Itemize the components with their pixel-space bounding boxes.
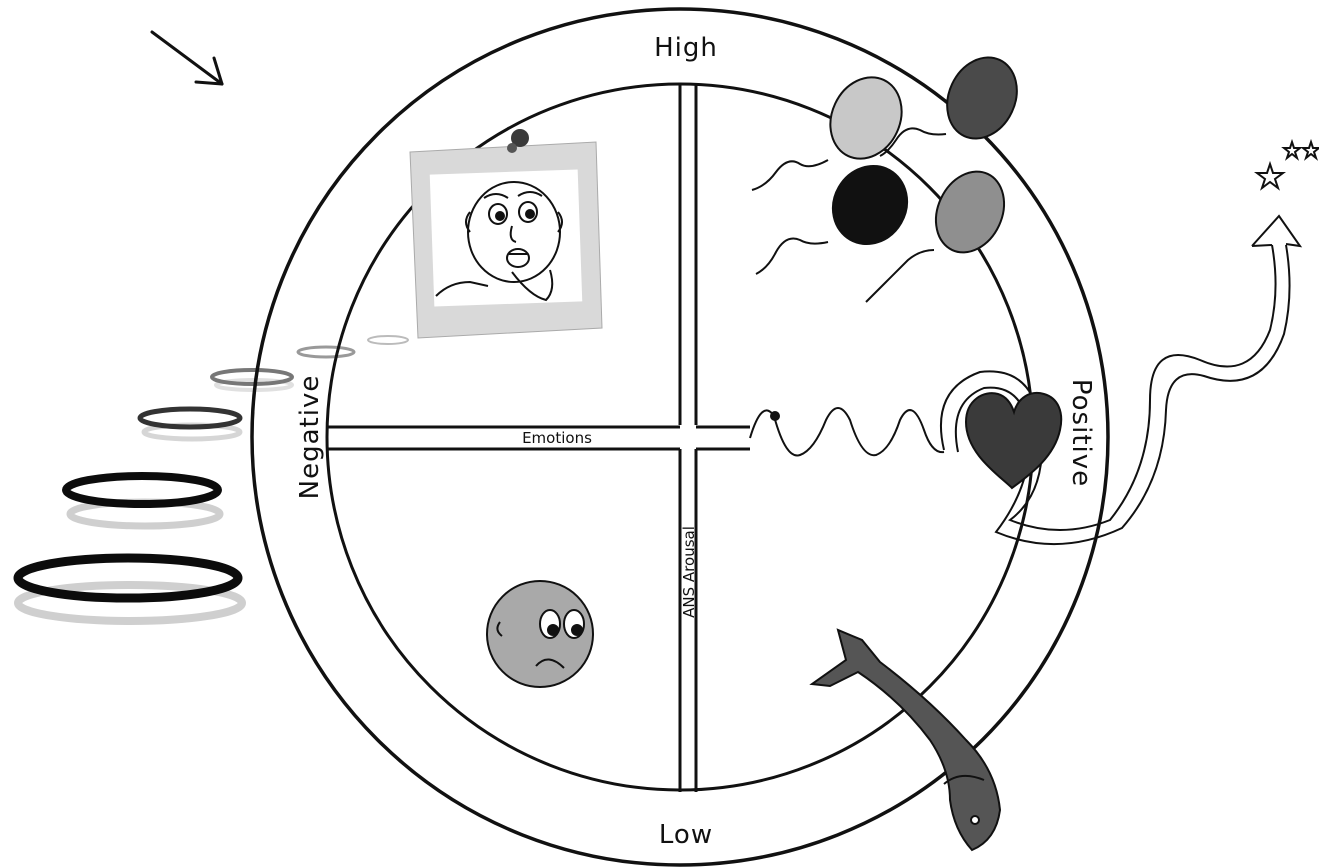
sad-face-icon bbox=[487, 581, 593, 687]
emotions-axis-label: Emotions bbox=[522, 429, 592, 447]
balloon-icon bbox=[756, 152, 921, 274]
heart-icon bbox=[966, 393, 1061, 488]
positive-label: Positive bbox=[1066, 379, 1096, 487]
ring-icon bbox=[140, 409, 240, 439]
stars bbox=[1257, 142, 1319, 188]
ans-arousal-axis-label: ANS Arousal bbox=[680, 526, 698, 618]
ring-icon bbox=[66, 476, 220, 526]
arrow-icon bbox=[152, 32, 222, 84]
low-label: Low bbox=[659, 820, 713, 850]
ring-icon bbox=[368, 336, 408, 344]
ring-icon bbox=[298, 347, 354, 357]
ribbon-arrow bbox=[941, 216, 1300, 544]
star-icon bbox=[1303, 142, 1319, 158]
rings bbox=[18, 336, 408, 621]
high-label: High bbox=[654, 33, 718, 63]
wave-line bbox=[750, 408, 944, 456]
ring-icon bbox=[212, 370, 292, 390]
sticky-note-icon bbox=[410, 129, 602, 338]
star-icon bbox=[1284, 142, 1300, 158]
ring-icon bbox=[18, 558, 242, 621]
balloon-icon bbox=[880, 46, 1030, 156]
star-icon bbox=[1257, 164, 1283, 188]
fish-icon bbox=[812, 630, 1000, 850]
negative-label: Negative bbox=[295, 375, 325, 500]
